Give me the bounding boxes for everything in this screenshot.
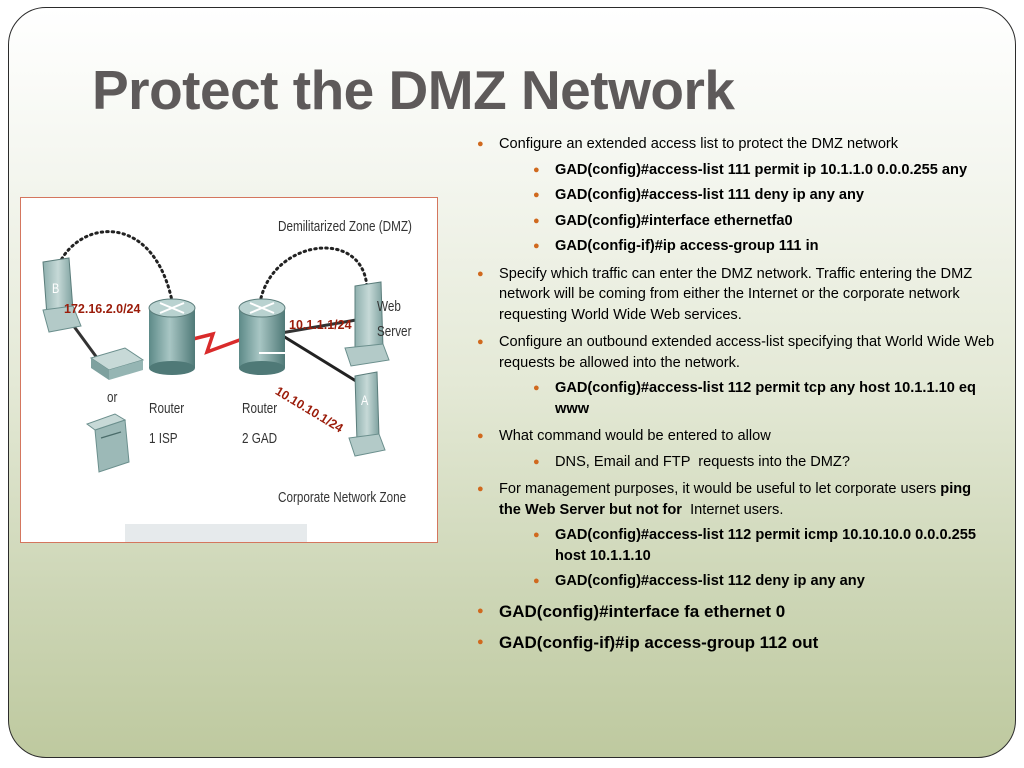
bullet-dot-icon: ● xyxy=(477,635,484,648)
sub-bullet-text: DNS, Email and FTP requests into the DMZ… xyxy=(555,453,850,470)
ip-label-172: 172.16.2.0/24 xyxy=(64,302,141,316)
bullet-text: Configure an extended access list to pro… xyxy=(499,136,899,152)
sub-bullet-text: GAD(config)#interface ethernetfa0 xyxy=(555,212,793,229)
bullet-item: ● For management purposes, it would be u… xyxy=(475,479,995,592)
bullet-dot-icon: ● xyxy=(533,529,540,541)
slide: Protect the DMZ Network xyxy=(8,7,1016,758)
page-title: Protect the DMZ Network xyxy=(92,59,735,121)
bullet-text: For management purposes, it would be use… xyxy=(499,481,941,497)
cable-router2-corporate xyxy=(282,334,357,383)
bullet-text: What command would be entered to allow xyxy=(499,428,771,444)
sub-bullet-text: GAD(config-if)#ip access-group 111 in xyxy=(555,238,819,254)
bullet-item: ● GAD(config-if)#ip access-group 112 out xyxy=(475,631,995,654)
bullet-item: ● Configure an extended access list to p… xyxy=(475,134,995,257)
serial-link xyxy=(188,331,246,355)
bullet-item: ● GAD(config)#interface fa ethernet 0 xyxy=(475,600,995,623)
router1-icon xyxy=(148,298,196,375)
bullet-text: GAD(config-if)#ip access-group 112 out xyxy=(499,632,819,652)
or-label: or xyxy=(107,389,118,406)
sub-bullet-item: ● GAD(config-if)#ip access-group 111 in xyxy=(531,236,995,257)
bullet-dot-icon: ● xyxy=(533,455,540,468)
bullet-dot-icon: ● xyxy=(477,138,484,150)
bullet-dot-icon: ● xyxy=(477,483,484,495)
bullet-dot-icon: ● xyxy=(477,430,484,442)
dotted-arc-left xyxy=(57,230,175,308)
sub-bullet-text: GAD(config)#access-list 112 deny ip any … xyxy=(555,573,865,589)
web-server-icon xyxy=(344,281,390,367)
bullet-text: GAD(config)#interface fa ethernet 0 xyxy=(499,601,786,621)
sub-bullet-item: ● GAD(config)#access-list 112 permit tcp … xyxy=(531,378,995,419)
bullet-text: Internet users. xyxy=(681,501,784,518)
host-b-letter: B xyxy=(52,280,60,296)
bullet-dot-icon: ● xyxy=(533,240,540,252)
router1-label: Router 1 ISP xyxy=(149,400,185,447)
hub-icon xyxy=(85,413,130,473)
sub-bullet-text: GAD(config)#access-list 111 deny ip any … xyxy=(555,187,865,203)
sub-bullet-text: GAD(config)#access-list 111 permit ip 10… xyxy=(555,161,968,178)
diagram-drawing xyxy=(42,230,390,473)
sub-bullet-item: ● DNS, Email and FTP requests into the DM… xyxy=(531,452,995,473)
host-a-letter: A xyxy=(361,392,369,408)
bullet-dot-icon: ● xyxy=(533,189,540,201)
cable-router2-webserver xyxy=(280,318,357,335)
sub-bullet-item: ● GAD(config)#access-list 111 deny ip any… xyxy=(531,185,995,206)
bullet-text: Configure an outbound extended access-li… xyxy=(499,334,995,371)
bullet-dot-icon: ● xyxy=(533,214,540,227)
bullet-dot-icon: ● xyxy=(477,267,484,280)
sub-bullet-item: ● GAD(config)#access-list 111 permit ip 1… xyxy=(531,160,995,181)
diagram-caption-strip xyxy=(125,524,307,542)
dmz-zone-label: Demilitarized Zone (DMZ) xyxy=(278,218,412,235)
web-server-label: Web Server xyxy=(377,298,412,340)
ip-label-dmz: 10.1.1.1/24 xyxy=(289,318,352,332)
bullet-dot-icon: ● xyxy=(533,163,540,176)
bullet-item: ● Specify which traffic can enter the DM… xyxy=(475,264,995,326)
bullet-content: ● Configure an extended access list to p… xyxy=(475,127,995,654)
sub-bullet-item: ● GAD(config)#access-list 112 deny ip any… xyxy=(531,571,995,592)
switch-icon xyxy=(89,347,145,380)
bullet-item: ● Configure an outbound extended access-… xyxy=(475,332,995,419)
router2-icon xyxy=(238,298,286,375)
dotted-arc-right xyxy=(259,246,369,300)
corporate-zone-label: Corporate Network Zone xyxy=(278,489,407,506)
network-diagram: Demilitarized Zone (DMZ) Web Server Rout… xyxy=(20,197,438,543)
host-b-icon xyxy=(42,257,82,333)
sub-bullet-text: GAD(config)#access-list 112 permit tcp a… xyxy=(555,380,976,417)
bullet-dot-icon: ● xyxy=(477,336,484,348)
sub-bullet-item: ● GAD(config)#access-list 112 permit icmp… xyxy=(531,525,995,566)
bullet-text: Specify which traffic can enter the DMZ … xyxy=(499,265,973,323)
bullet-dot-icon: ● xyxy=(533,382,540,394)
sub-bullet-text: GAD(config)#access-list 112 permit icmp … xyxy=(555,527,977,564)
router2-label: Router 2 GAD xyxy=(242,400,278,447)
bullet-dot-icon: ● xyxy=(533,575,540,587)
sub-bullet-item: ● GAD(config)#interface ethernetfa0 xyxy=(531,211,995,232)
bullet-dot-icon: ● xyxy=(477,604,484,617)
host-a-icon xyxy=(348,371,386,457)
bullet-text-bold: ping the Web Server but not for xyxy=(499,481,972,518)
bullet-item: ● What command would be entered to allow… xyxy=(475,426,995,472)
